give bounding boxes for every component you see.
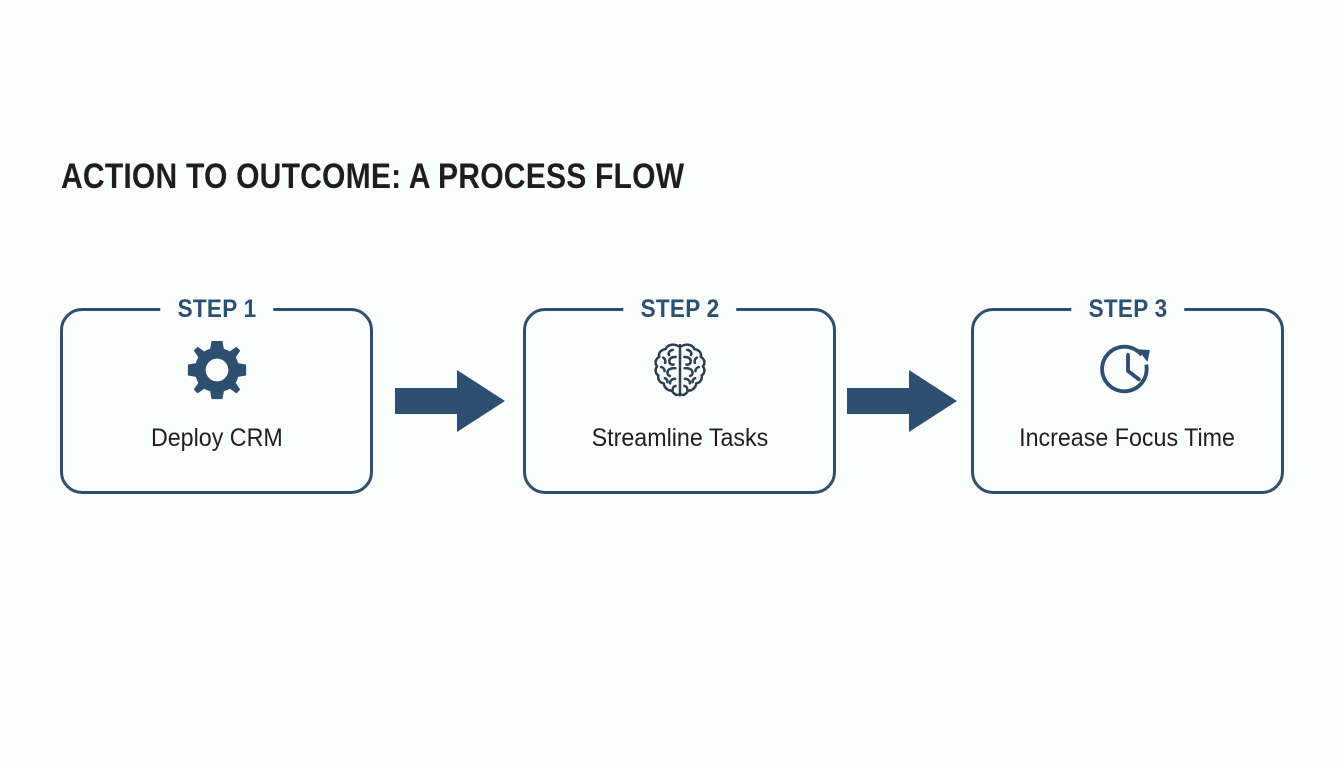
step-card-2[interactable]: STEP 2 bbox=[523, 294, 836, 494]
clock-history-icon bbox=[1099, 344, 1150, 394]
page-title: ACTION TO OUTCOME: A PROCESS FLOW bbox=[61, 157, 685, 196]
step-2-content: Streamline Tasks bbox=[526, 337, 833, 491]
step-3-label: STEP 3 bbox=[1070, 294, 1185, 324]
gear-icon bbox=[187, 340, 246, 400]
step-2-text: Streamline Tasks bbox=[591, 424, 768, 452]
step-1-text: Deploy CRM bbox=[150, 424, 283, 452]
step-card-1[interactable]: STEP 1 Deploy CRM bbox=[60, 294, 373, 494]
step-card-3[interactable]: STEP 3 Increase Focus Time bbox=[971, 294, 1284, 494]
step-2-label-text: STEP 2 bbox=[640, 295, 719, 323]
step-1-label-text: STEP 1 bbox=[177, 295, 256, 323]
step-3-label-text: STEP 3 bbox=[1088, 295, 1167, 323]
step-3-text: Increase Focus Time bbox=[1019, 424, 1236, 452]
arrow-right-icon bbox=[847, 370, 957, 432]
arrow-right-icon bbox=[395, 370, 505, 432]
step-3-content: Increase Focus Time bbox=[974, 337, 1281, 491]
step-1-label: STEP 1 bbox=[159, 294, 274, 324]
process-flow: STEP 1 Deploy CRM STEP 2 bbox=[60, 294, 1284, 494]
step-2-label: STEP 2 bbox=[622, 294, 737, 324]
step-1-content: Deploy CRM bbox=[63, 337, 370, 491]
brain-icon bbox=[653, 343, 706, 397]
